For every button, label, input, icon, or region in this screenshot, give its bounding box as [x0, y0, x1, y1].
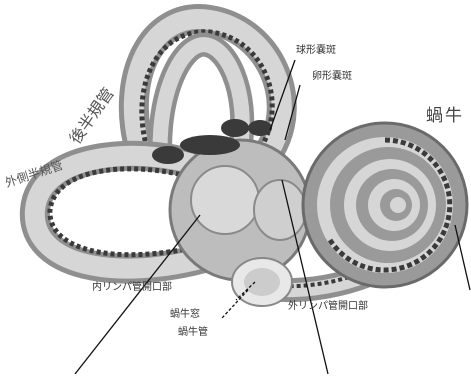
label-cochlear-window: 蝸牛窓	[170, 310, 200, 320]
label-cochlea: 蝸牛	[426, 108, 464, 125]
label-ampulla-inner: 内リンパ管開口部	[92, 283, 172, 293]
leader-line-1	[75, 215, 200, 374]
label-sacculus-top: 球形嚢斑	[296, 46, 336, 56]
label-utriculus: 卵形嚢斑	[312, 72, 352, 82]
label-round-window: 蝸牛管	[178, 328, 208, 338]
cochlea	[303, 123, 467, 287]
label-ampulla-outer: 外リンパ管開口部	[288, 302, 368, 312]
round-window	[232, 258, 292, 306]
